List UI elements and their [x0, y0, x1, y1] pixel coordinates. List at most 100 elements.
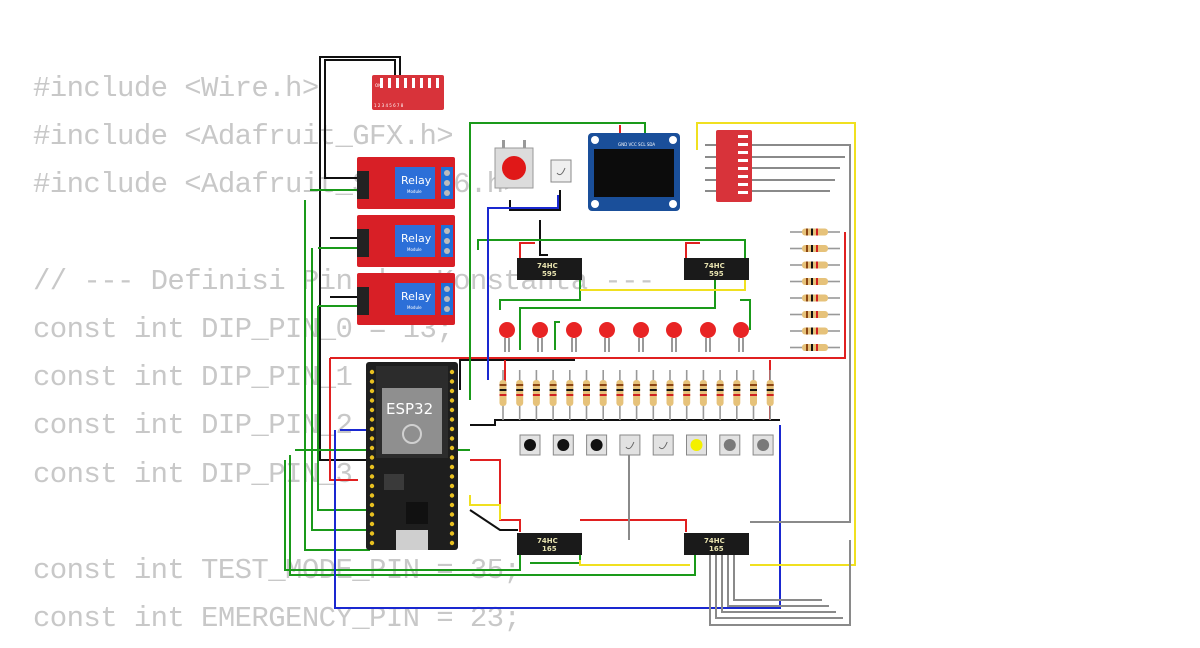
resistor	[633, 370, 641, 420]
pin	[449, 398, 455, 403]
dip-on-label: ON	[375, 83, 381, 88]
wire-green	[469, 122, 646, 400]
code-line: const int DIP_PIN_0 = 13;	[33, 312, 454, 346]
shift-register-165-right: 74HC 165	[684, 533, 749, 555]
relay-sublabel: Module	[407, 305, 422, 310]
resistor-column	[790, 228, 840, 351]
relay-module-2[interactable]: Relay Module	[357, 215, 455, 267]
pin	[369, 512, 375, 517]
shift-register-165-left: 74HC 165	[517, 533, 582, 555]
resistor	[699, 370, 707, 420]
pin	[449, 455, 455, 460]
tactile-button[interactable]	[652, 434, 674, 456]
pin	[369, 369, 375, 375]
wire-black	[324, 59, 396, 179]
esp32-board: ESP32	[366, 362, 458, 550]
wire-black	[469, 509, 518, 531]
resistor	[790, 261, 840, 269]
wire-grey	[715, 555, 843, 619]
wire-black	[459, 359, 575, 390]
resistor	[733, 370, 741, 420]
resistor-row	[499, 370, 774, 420]
pin	[449, 531, 455, 536]
shift-register-595-left: 74HC 595	[517, 258, 582, 280]
pin	[449, 540, 455, 546]
chip-label: 74HC	[537, 537, 558, 545]
wire-grey	[709, 540, 851, 626]
dip-switch-right[interactable]	[716, 130, 752, 202]
resistor	[790, 245, 840, 252]
resistor	[616, 370, 624, 420]
pin	[369, 455, 375, 460]
resistor	[716, 370, 724, 420]
wire-yellow	[580, 280, 746, 291]
resistor	[499, 370, 507, 420]
pin	[369, 502, 375, 508]
led-red	[499, 322, 515, 352]
relay-module-1[interactable]: Relay Module	[357, 157, 455, 209]
chip-label: 74HC	[537, 262, 558, 270]
svg-text:1 2 3 4 5 6 7 8: 1 2 3 4 5 6 7 8	[374, 103, 404, 108]
pin	[369, 493, 375, 498]
led-red	[532, 322, 548, 352]
relay-module-3[interactable]: Relay Module	[357, 273, 455, 325]
tactile-button[interactable]	[752, 434, 774, 456]
wire-green	[284, 460, 521, 571]
tactile-button[interactable]	[519, 434, 541, 456]
tactile-button[interactable]	[719, 434, 741, 456]
wire-red	[330, 232, 846, 359]
pin	[369, 407, 375, 413]
wire-green	[530, 555, 581, 564]
wire-red	[519, 242, 535, 258]
chip-label: 74HC	[704, 262, 725, 270]
led-red	[666, 322, 682, 352]
wire-black	[319, 56, 401, 461]
tactile-button[interactable]	[686, 434, 707, 456]
emergency-push-button[interactable]	[494, 140, 534, 189]
relay-label: Relay	[401, 174, 432, 187]
pin	[449, 426, 455, 432]
wire-black	[470, 419, 780, 426]
relay-sublabel: Module	[407, 189, 422, 194]
wire-red	[329, 358, 358, 481]
led-red	[733, 322, 749, 352]
pin	[449, 483, 455, 489]
oled-display: GND VCC SCL SDA	[588, 133, 680, 211]
resistor	[549, 370, 557, 420]
tactile-button[interactable]	[619, 434, 641, 456]
wire-yellow	[579, 560, 690, 566]
resistor	[790, 228, 840, 236]
tactile-button[interactable]	[586, 434, 608, 456]
pin	[369, 388, 375, 394]
resistor	[566, 370, 574, 420]
wire-blue	[334, 425, 781, 609]
resistor	[790, 327, 840, 335]
wire-grey	[727, 555, 829, 607]
pin	[369, 426, 375, 432]
wire-red	[470, 459, 521, 532]
led-red	[566, 322, 582, 352]
wire-red	[580, 519, 687, 532]
pin	[449, 445, 455, 451]
wire-green	[317, 306, 370, 511]
oled-pin-labels: GND VCC SCL SDA	[618, 142, 655, 147]
led-red	[633, 322, 649, 352]
button-row[interactable]	[519, 434, 774, 456]
resistor	[599, 370, 607, 420]
wire-green	[740, 299, 751, 330]
pin	[449, 407, 455, 413]
code-line: #include <Wire.h>	[33, 72, 319, 105]
toggle-switch[interactable]	[550, 159, 572, 183]
resistor	[683, 370, 691, 420]
pin	[449, 388, 455, 394]
code-line: #include <Adafruit_GFX.h>	[33, 120, 454, 154]
led-row	[499, 322, 749, 352]
pin	[369, 398, 375, 403]
dip-switch-top[interactable]: ON 1 2 3 4 5 6 7 8	[372, 75, 444, 110]
relay-sublabel: Module	[407, 247, 422, 252]
pin	[369, 379, 375, 384]
tactile-button[interactable]	[552, 434, 574, 456]
led-red	[599, 322, 615, 352]
pin	[369, 531, 375, 536]
pin	[369, 417, 375, 422]
